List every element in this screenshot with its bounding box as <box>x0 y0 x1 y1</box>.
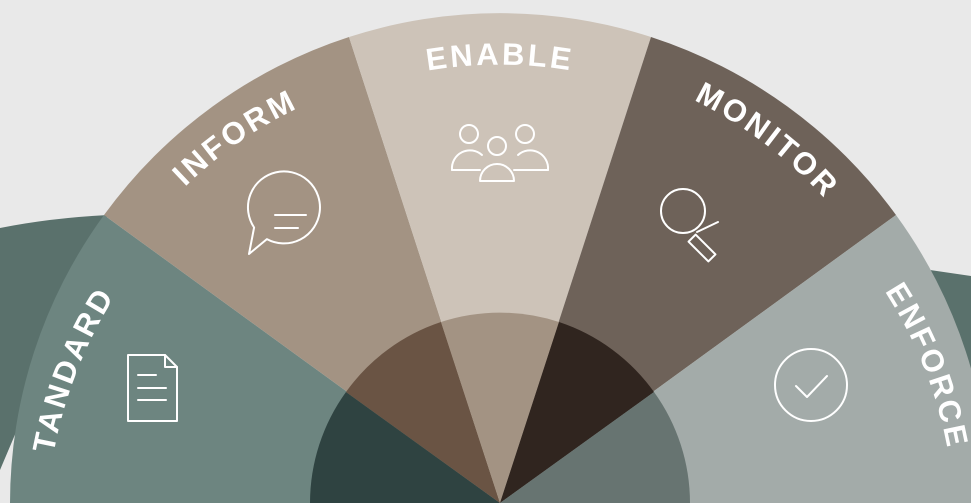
segment-enable[interactable] <box>349 13 651 503</box>
inner-monitor <box>500 322 654 503</box>
people-group-icon <box>450 124 550 182</box>
chat-bubble-icon <box>246 170 321 255</box>
document-icon <box>127 354 178 422</box>
inner-inform <box>346 322 500 503</box>
inner-enforce <box>500 392 690 503</box>
label-enable: ENABLE <box>424 36 577 77</box>
magnifier-icon <box>660 188 719 263</box>
checkmark-circle-icon <box>774 348 848 422</box>
inner-enable <box>441 312 559 503</box>
inner-standards <box>310 392 500 503</box>
